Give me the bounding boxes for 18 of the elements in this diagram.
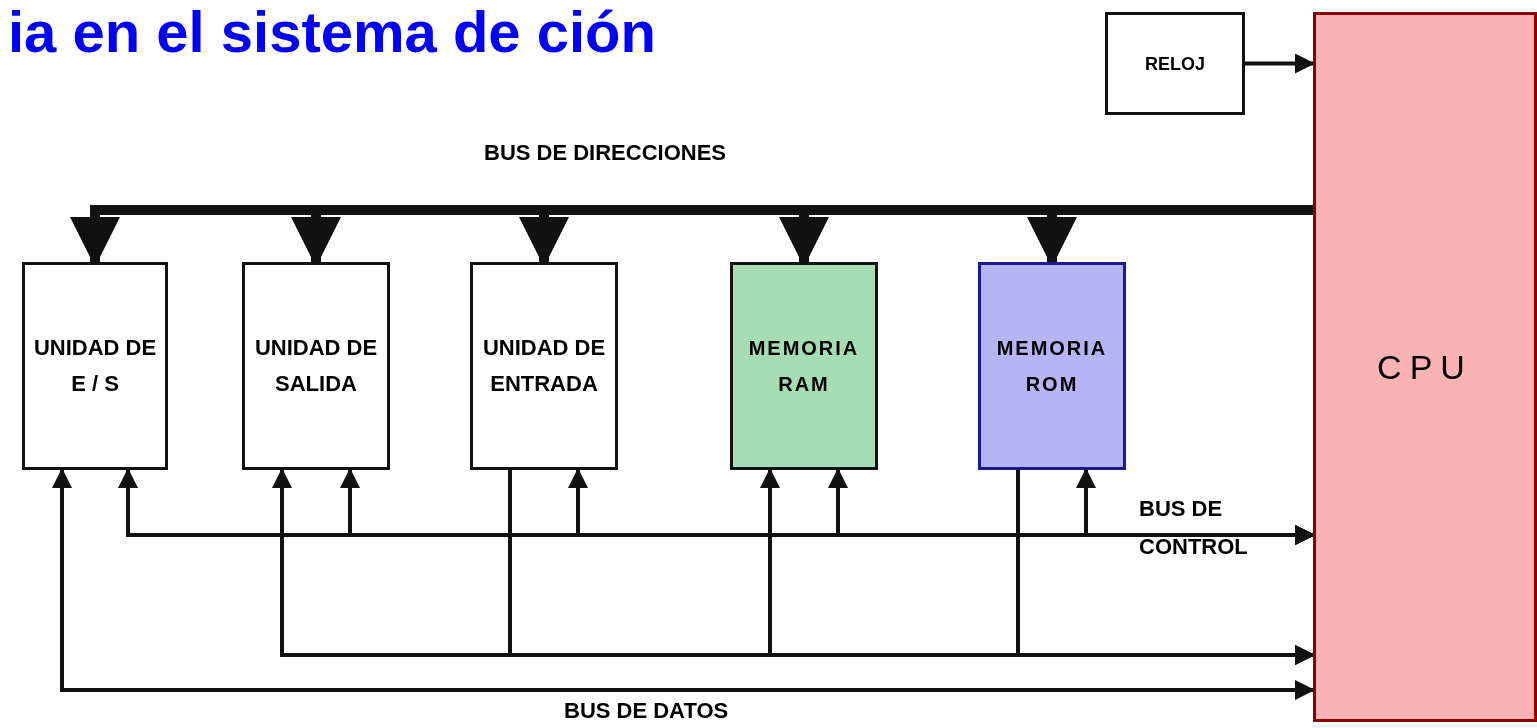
arrow xyxy=(52,468,1315,700)
cpu-box xyxy=(1313,12,1537,722)
unit-box xyxy=(470,262,618,470)
unit-box xyxy=(978,262,1126,470)
unit-box xyxy=(22,262,168,470)
node-label: UNIDAD DE SALIDA xyxy=(253,334,379,398)
clock-box xyxy=(1105,12,1245,115)
node-label: MEMORIA ROM xyxy=(995,336,1109,397)
node-label: UNIDAD DE ENTRADA xyxy=(481,334,607,398)
node-label: RELOJ xyxy=(1144,52,1206,76)
node-label: MEMORIA RAM xyxy=(747,336,861,397)
unit-box xyxy=(242,262,390,470)
node-label: CPU xyxy=(1376,349,1474,385)
title: ia en el sistema de ción xyxy=(8,0,657,64)
arrow xyxy=(1245,53,1315,74)
unit-box xyxy=(730,262,878,470)
bus-label: BUS DE CONTROL xyxy=(1138,495,1249,561)
node-label: UNIDAD DE E / S xyxy=(32,334,158,398)
